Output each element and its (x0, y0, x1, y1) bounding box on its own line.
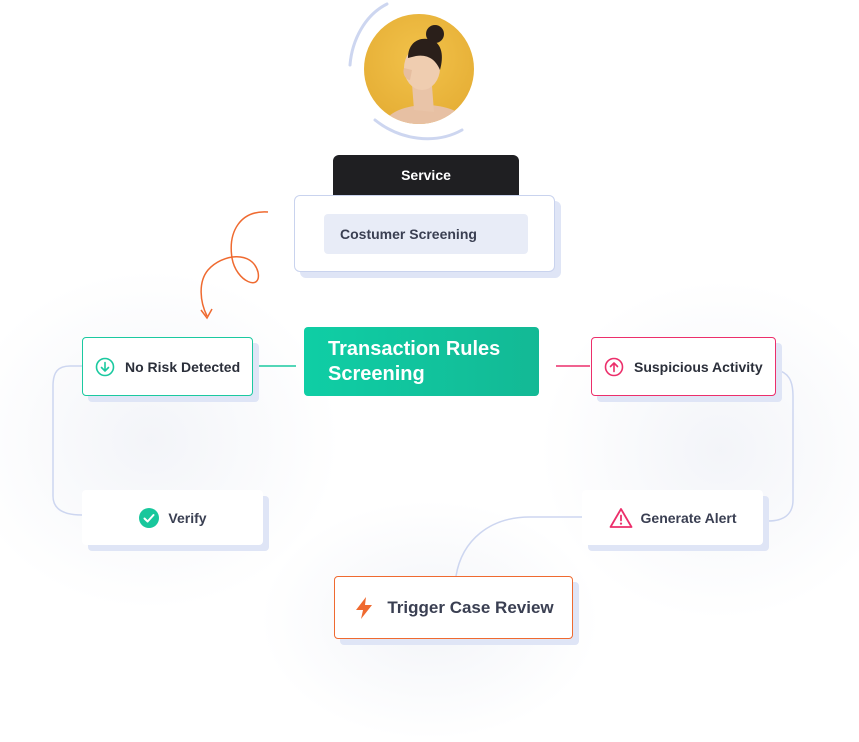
suspicious-activity-label: Suspicious Activity (634, 358, 763, 375)
verify-node: Verify (82, 490, 263, 545)
costumer-screening-label: Costumer Screening (324, 214, 528, 254)
connector-alert-trigger (455, 516, 582, 577)
transaction-rules-screening-box: Transaction Rules Screening (304, 327, 539, 396)
transaction-rules-line-2: Screening (328, 363, 425, 385)
arrow-up-circle-icon (604, 357, 624, 377)
generate-alert-node: Generate Alert (582, 490, 763, 545)
connector-suspicious-alert (767, 369, 794, 522)
curly-arrow-head (200, 308, 213, 320)
person-portrait (382, 25, 470, 124)
connector-no-risk-verify (52, 365, 83, 516)
no-risk-detected-label: No Risk Detected (125, 358, 241, 375)
verify-label: Verify (168, 509, 207, 526)
arrow-down-circle-icon (95, 357, 115, 377)
service-tab: Service (333, 155, 519, 195)
avatar-ring-arc-bottom (373, 118, 464, 141)
avatar (364, 14, 474, 124)
warning-triangle-icon (609, 507, 633, 529)
trigger-case-review-label: Trigger Case Review (387, 597, 554, 617)
transaction-rules-line-1: Transaction Rules (328, 338, 501, 360)
avatar-ring-arc-top (348, 2, 389, 67)
suspicious-activity-node: Suspicious Activity (591, 337, 776, 396)
trigger-case-review-node: Trigger Case Review (334, 576, 573, 639)
no-risk-detected-node: No Risk Detected (82, 337, 253, 396)
lightning-bolt-icon (353, 596, 375, 620)
check-circle-icon (138, 507, 160, 529)
curly-arrow (200, 211, 269, 317)
generate-alert-label: Generate Alert (640, 509, 737, 526)
costumer-screening-card: Costumer Screening (294, 195, 555, 272)
